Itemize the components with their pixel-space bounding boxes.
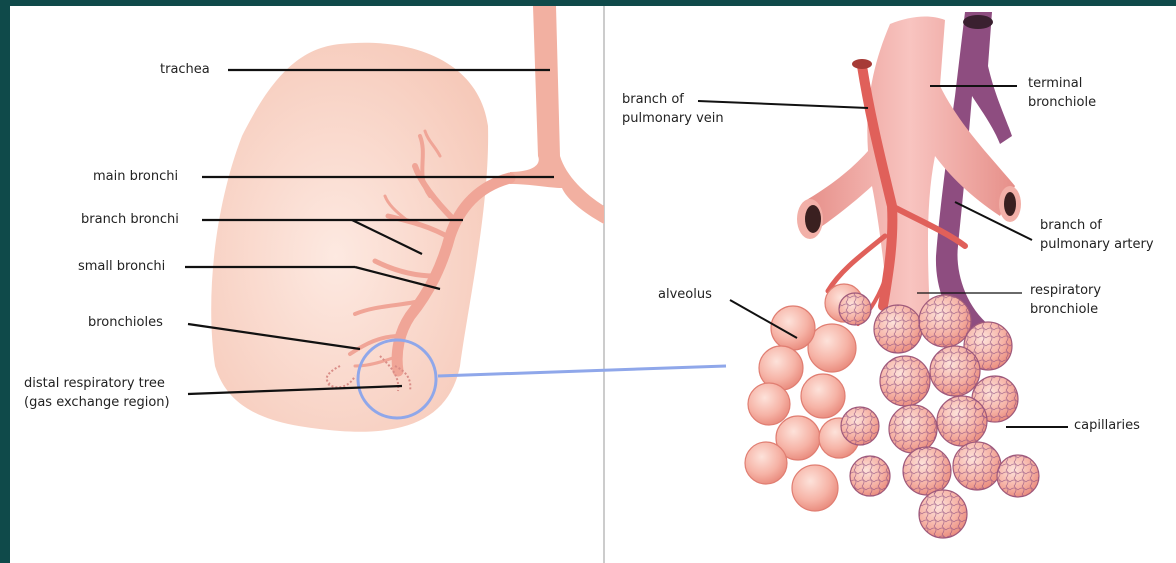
respiratory-bronchiole-label-line2: bronchiole	[1030, 302, 1098, 318]
branch-artery-label-line2: pulmonary artery	[1040, 237, 1154, 253]
trachea-shape	[510, 6, 604, 224]
bronchioles-label: bronchioles	[88, 315, 163, 331]
distal-tree-label-line1: distal respiratory tree	[24, 376, 165, 392]
alveolar-sacs-right	[839, 293, 1039, 538]
respiratory-bronchiole-label-line1: respiratory	[1030, 283, 1101, 299]
small-bronchi-label: small bronchi	[78, 259, 165, 275]
distal-tree-label-line2: (gas exchange region)	[24, 395, 170, 411]
diagram-canvas: trachea main bronchi branch bronchi smal…	[10, 6, 1176, 563]
alveoli-illustration	[745, 12, 1039, 538]
main-bronchi-label: main bronchi	[93, 169, 178, 185]
branch-vein-label-line1: branch of	[622, 92, 684, 108]
branch-artery-label-line1: branch of	[1040, 218, 1102, 234]
terminal-bronchiole-label-line1: terminal	[1028, 76, 1082, 92]
capillaries-label: capillaries	[1074, 418, 1140, 434]
respiratory-tree-illustration	[10, 6, 1176, 563]
trachea-label: trachea	[160, 62, 210, 78]
zoom-connector	[438, 366, 726, 376]
alveolus-label: alveolus	[658, 287, 712, 303]
terminal-bronchiole-label-line2: bronchiole	[1028, 95, 1096, 111]
branch-bronchi-label: branch bronchi	[81, 212, 179, 228]
branch-vein-label-line2: pulmonary vein	[622, 111, 724, 127]
artery-opening	[963, 15, 993, 29]
